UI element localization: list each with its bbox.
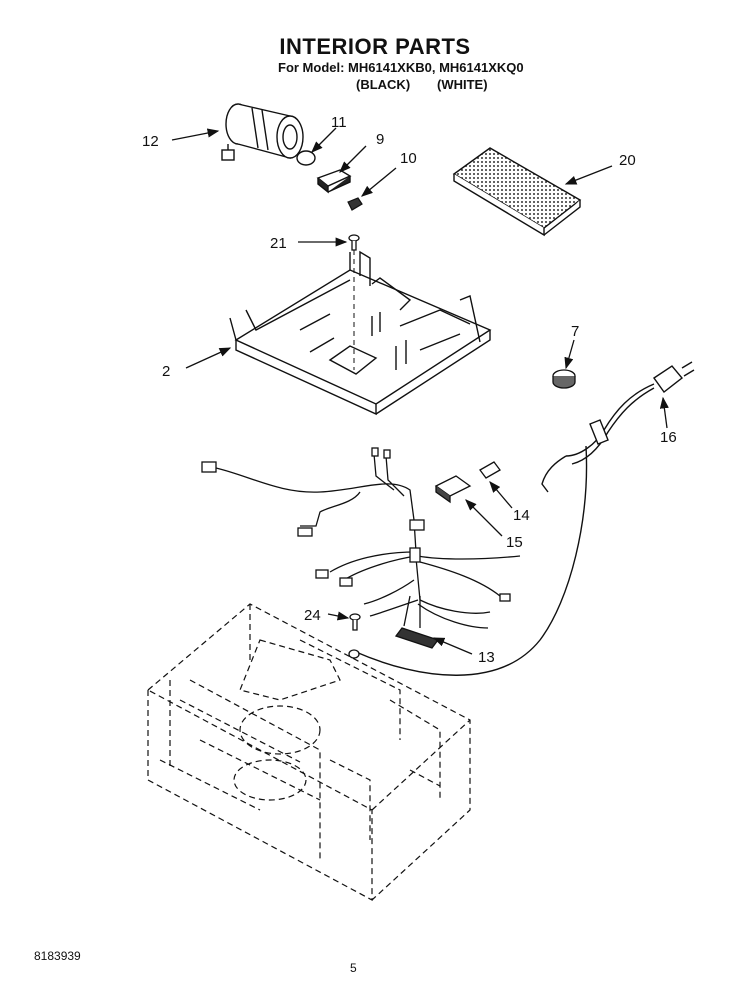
callout-11: 11 — [331, 114, 347, 131]
ground-screw-part — [348, 613, 361, 659]
callout-20: 20 — [619, 152, 636, 169]
callout-10: 10 — [400, 150, 417, 167]
callout-21: 21 — [270, 235, 287, 252]
model-numbers: For Model: MH6141XKB0, MH6141XKQ0 — [278, 60, 524, 75]
callout-12: 12 — [142, 133, 159, 150]
callout-7: 7 — [571, 323, 579, 340]
callout-16: 16 — [660, 429, 677, 446]
clip-part — [347, 197, 363, 211]
fuse-part — [479, 461, 501, 479]
power-cord-part — [355, 361, 695, 676]
variant-white: (WHITE) — [437, 77, 488, 92]
callout-14: 14 — [513, 507, 530, 524]
variant-black: (BLACK) — [356, 77, 411, 92]
thermostat-part — [552, 369, 576, 389]
filter-part — [452, 147, 582, 237]
base-tray-part — [229, 250, 492, 416]
cavity-outline — [147, 603, 471, 902]
screw-part — [348, 234, 360, 251]
callout-9: 9 — [376, 131, 384, 148]
callout-24: 24 — [304, 607, 321, 624]
leader-lines — [171, 127, 669, 655]
callout-15: 15 — [506, 534, 523, 551]
fuse-holder-part — [434, 475, 472, 504]
blower-motor-part — [221, 103, 304, 161]
callout-13: 13 — [478, 649, 495, 666]
switch-part — [316, 169, 352, 194]
callout-2: 2 — [162, 363, 170, 380]
wire-harness-part — [201, 447, 521, 649]
ring-part — [296, 150, 316, 166]
page-title: INTERIOR PARTS — [279, 34, 471, 59]
page-number: 5 — [350, 961, 357, 975]
document-number: 8183939 — [34, 949, 81, 963]
